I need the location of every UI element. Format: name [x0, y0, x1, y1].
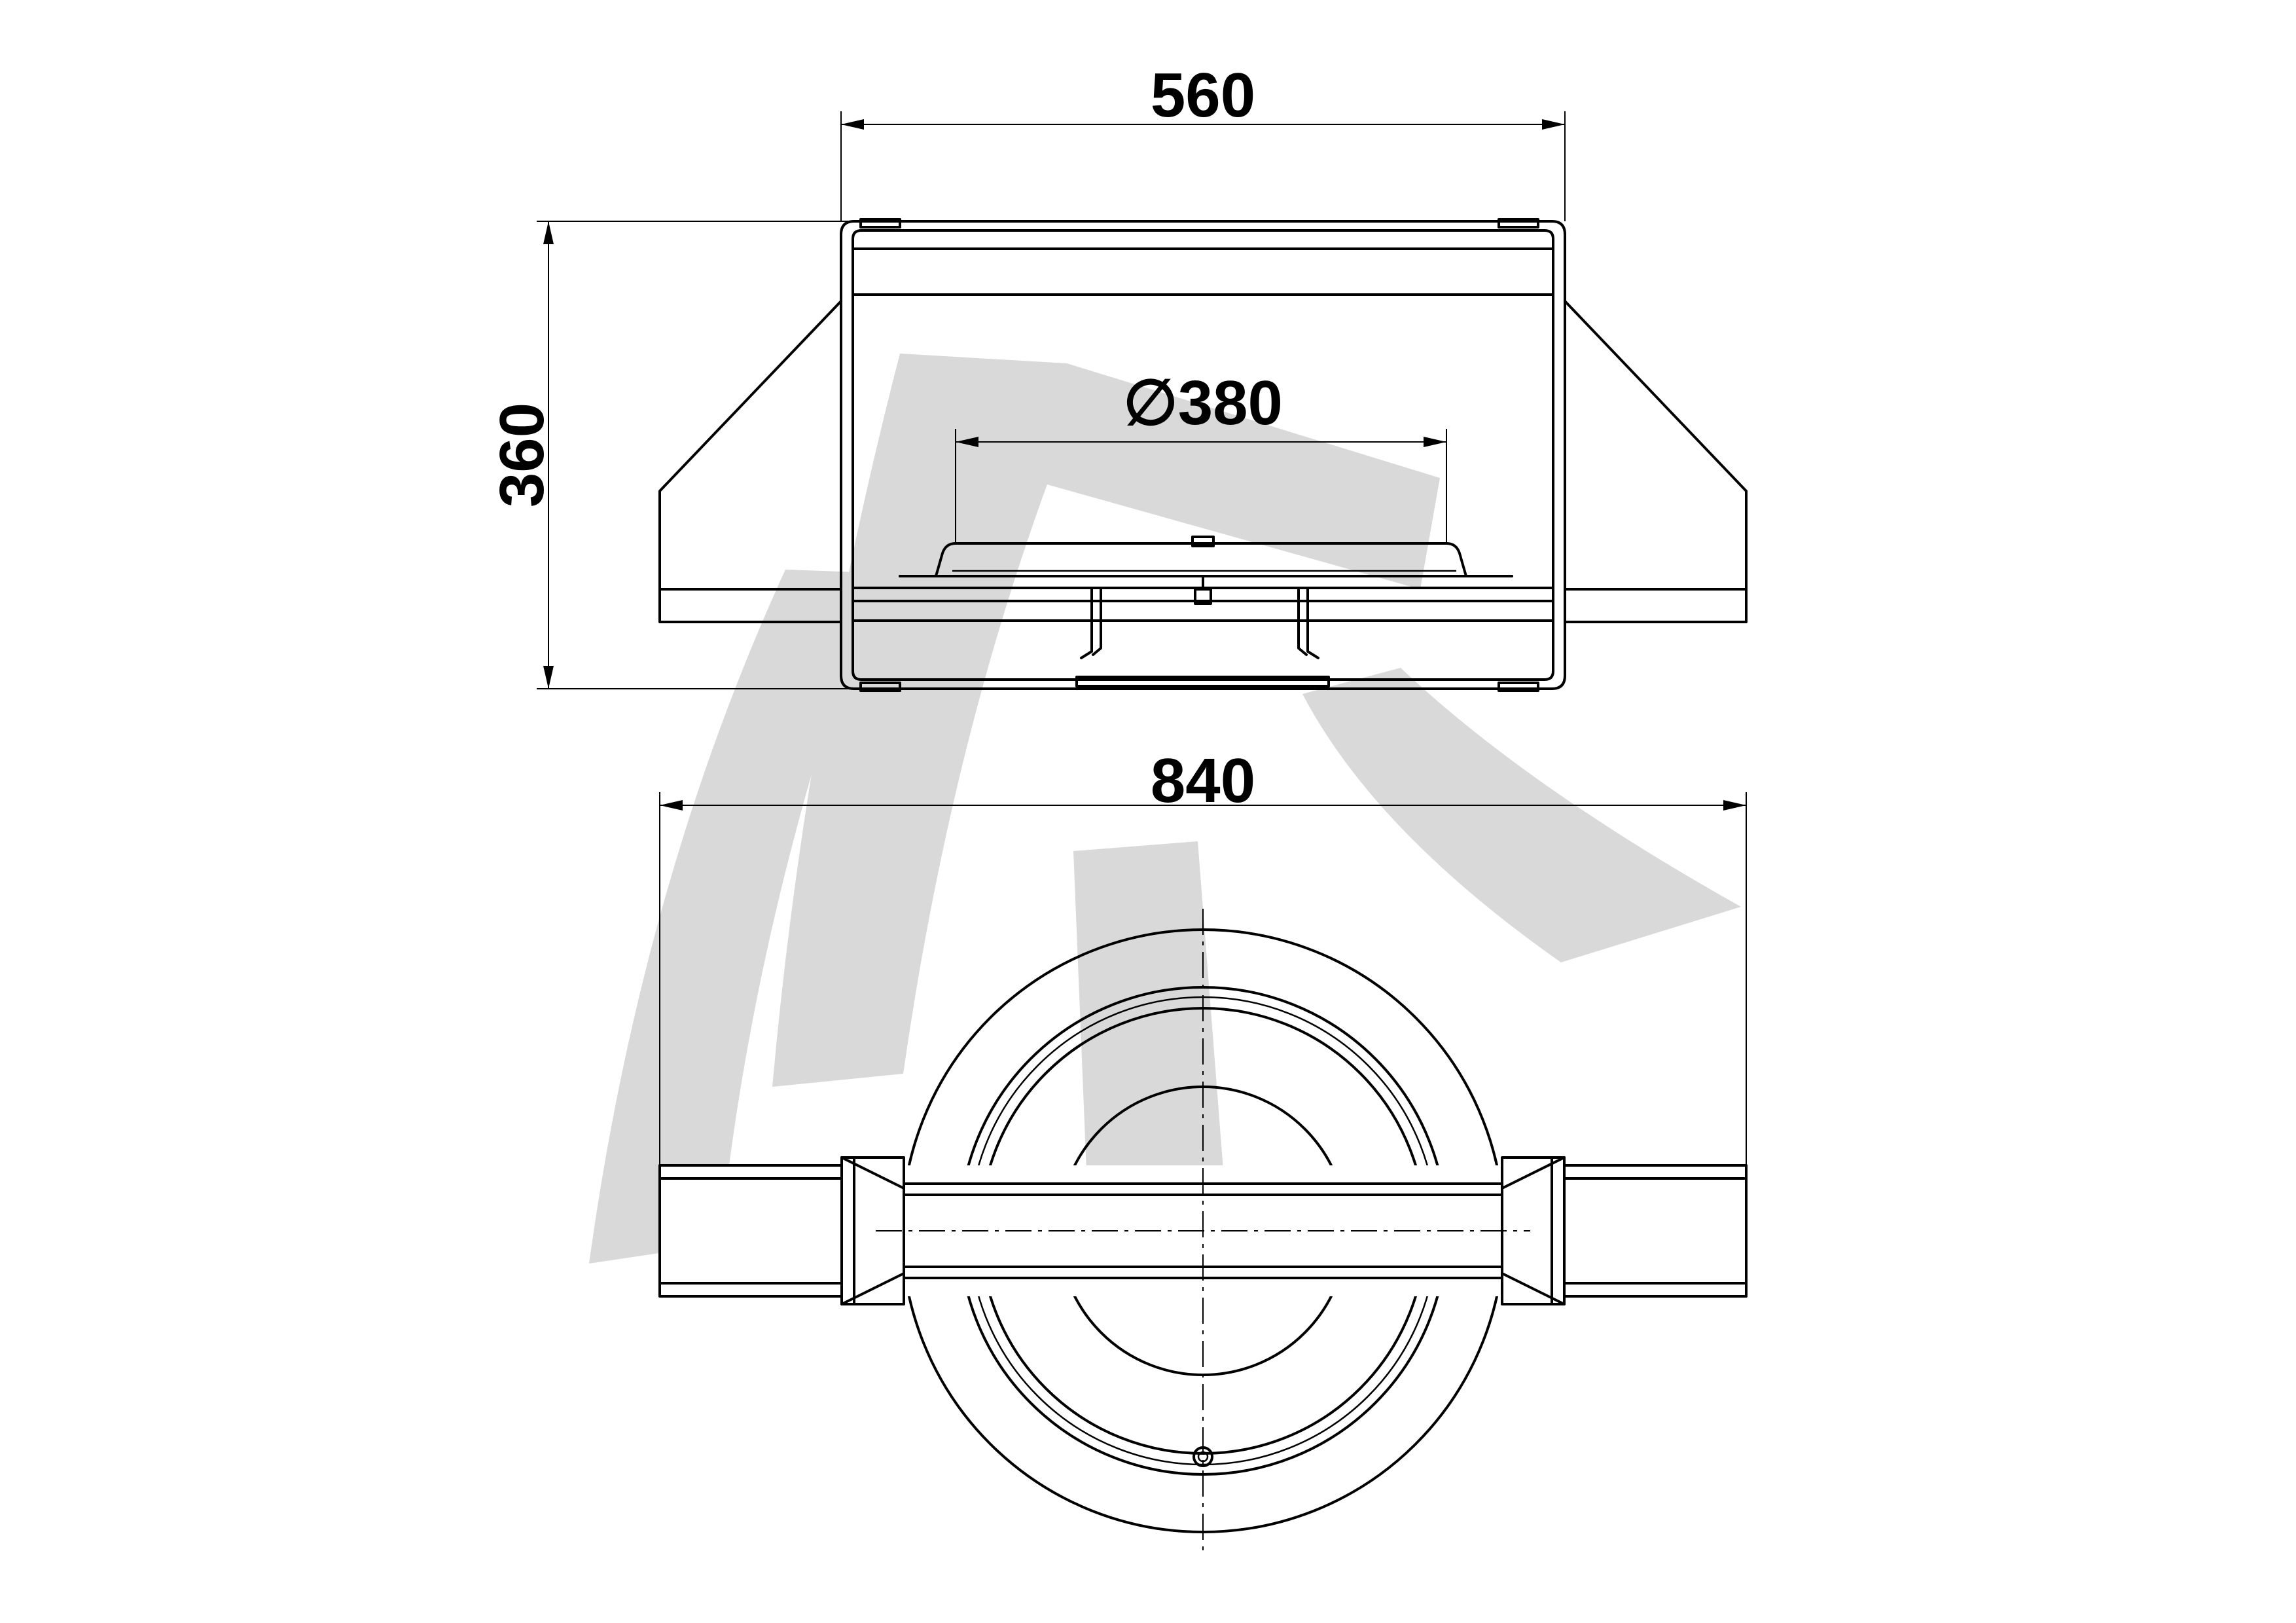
dimension-label-560: 560	[1151, 60, 1255, 130]
dimension-label-840: 840	[1151, 746, 1255, 816]
top-view	[658, 909, 1748, 1556]
dimension-840: 840	[659, 746, 1747, 1165]
diameter-symbol: ∅	[1123, 368, 1178, 438]
watermark-logo	[589, 354, 1741, 1264]
svg-text:∅380: ∅380	[1123, 368, 1283, 438]
dimension-diameter-380: ∅380	[955, 368, 1447, 543]
side-view	[658, 218, 1748, 692]
dimension-360: 360	[487, 221, 854, 689]
dimension-label-380: 380	[1178, 368, 1283, 438]
dimension-560: 560	[840, 60, 1566, 221]
dimension-label-360: 360	[487, 403, 557, 507]
